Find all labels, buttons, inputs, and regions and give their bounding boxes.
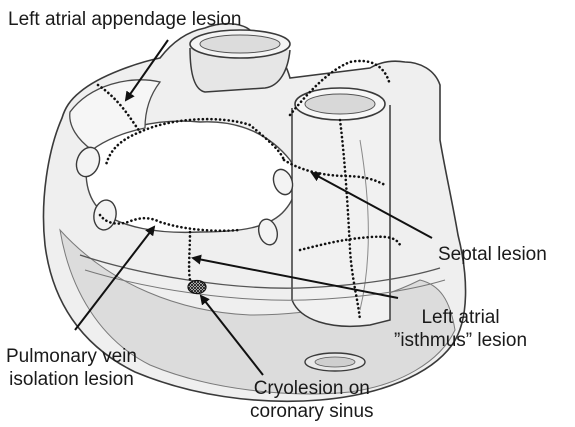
label-isthmus-line1: Left atrial [394,306,527,329]
label-pulmonary-line1: Pulmonary vein [6,345,137,368]
left-atrium [86,121,296,232]
label-septal-text: Septal lesion [438,244,547,265]
label-cryolesion-line2: coronary sinus [250,400,374,423]
label-pulmonary-vein: Pulmonary vein isolation lesion [6,345,137,391]
label-left-atrial-isthmus: Left atrial ”isthmus” lesion [394,306,527,352]
label-appendage-text: Left atrial appendage lesion [8,9,241,30]
label-left-atrial-appendage: Left atrial appendage lesion [8,8,241,31]
cryolesion-mark [188,281,206,294]
label-pulmonary-line2: isolation lesion [6,368,137,391]
label-isthmus-line2: ”isthmus” lesion [394,329,527,352]
label-septal: Septal lesion [438,243,547,266]
label-cryolesion: Cryolesion on coronary sinus [250,377,374,423]
aorta [190,30,290,92]
label-cryolesion-line1: Cryolesion on [250,377,374,400]
inferior-vena-cava [305,353,365,371]
